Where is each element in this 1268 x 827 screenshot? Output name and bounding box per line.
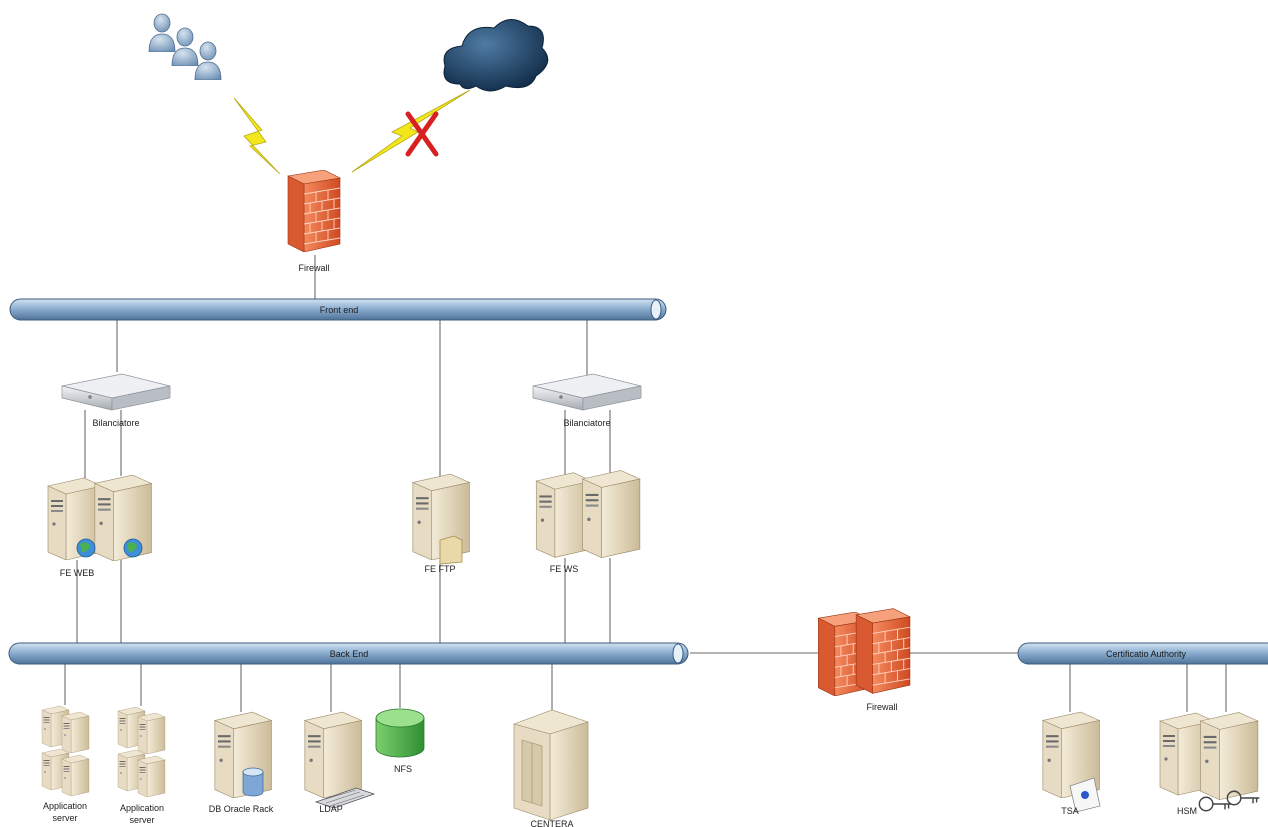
bilanciatore-left-label: Bilanciatore [92, 418, 139, 428]
tower-server-icon [1199, 711, 1259, 800]
firewall-icon [287, 170, 341, 252]
bus-front-end: Front end [9, 298, 667, 321]
lightning-bolt-icon [233, 97, 281, 175]
bus-front-end-label: Front end [320, 305, 359, 315]
tower-server-icon [137, 712, 166, 754]
app-server-2-label-l2: server [129, 815, 154, 825]
db-oracle-label: DB Oracle Rack [209, 804, 274, 814]
tower-server-icon [61, 754, 90, 796]
application-server-2 [117, 706, 166, 797]
users-icon [148, 13, 222, 80]
tower-server-icon [61, 711, 90, 753]
tsa-label: TSA [1061, 806, 1079, 816]
fe-web-label: FE WEB [60, 568, 95, 578]
fe-ws-label: FE WS [550, 564, 579, 574]
bus-back-end: Back End [8, 642, 689, 665]
tower-server-icon [581, 469, 641, 558]
globe-icon [76, 538, 96, 558]
cloud-icon [443, 19, 549, 92]
nfs-label: NFS [394, 764, 412, 774]
fe-web-servers [47, 474, 152, 561]
globe-icon [123, 538, 143, 558]
connection-lines [64, 255, 1227, 712]
bus-certification-authority: Certificatio Authority [1017, 642, 1268, 665]
key-icon [1198, 796, 1233, 812]
bus-back-end-label: Back End [330, 649, 369, 659]
tower-server-icon [304, 711, 362, 798]
fe-ws-servers [535, 469, 641, 558]
bus-ca-label: Certificatio Authority [1106, 649, 1187, 659]
fe-ftp-server [412, 473, 470, 565]
centera-label: CENTERA [530, 819, 573, 827]
hsm-label: HSM [1177, 806, 1197, 816]
tower-server-icon [94, 474, 152, 561]
app-server-1-label-l2: server [52, 813, 77, 823]
load-balancer-right-icon [532, 373, 642, 411]
fe-ftp-label: FE FTP [425, 564, 456, 574]
x-mark-icon [405, 111, 439, 157]
directory-device-icon [314, 787, 376, 809]
bilanciatore-right-label: Bilanciatore [563, 418, 610, 428]
database-icon [242, 767, 264, 797]
ldap-server [304, 711, 376, 809]
certificate-icon [1069, 777, 1101, 813]
centera-storage [513, 709, 589, 821]
app-server-1-label-l1: Application [43, 801, 87, 811]
tower-server-icon [137, 755, 166, 797]
folder-icon [439, 535, 463, 565]
firewall-mid-label: Firewall [866, 702, 897, 712]
firewall-top-label: Firewall [298, 263, 329, 273]
firewall-pair-icon [817, 608, 911, 696]
db-oracle-rack [214, 711, 272, 798]
link-blocked-icon [351, 89, 471, 173]
ldap-label: LDAP [319, 804, 343, 814]
nfs-disk-icon [375, 708, 425, 758]
app-server-2-label-l1: Application [120, 803, 164, 813]
tsa-server [1042, 711, 1101, 813]
load-balancer-left-icon [61, 373, 171, 411]
application-server-1 [41, 705, 90, 796]
hsm-servers [1159, 711, 1261, 812]
